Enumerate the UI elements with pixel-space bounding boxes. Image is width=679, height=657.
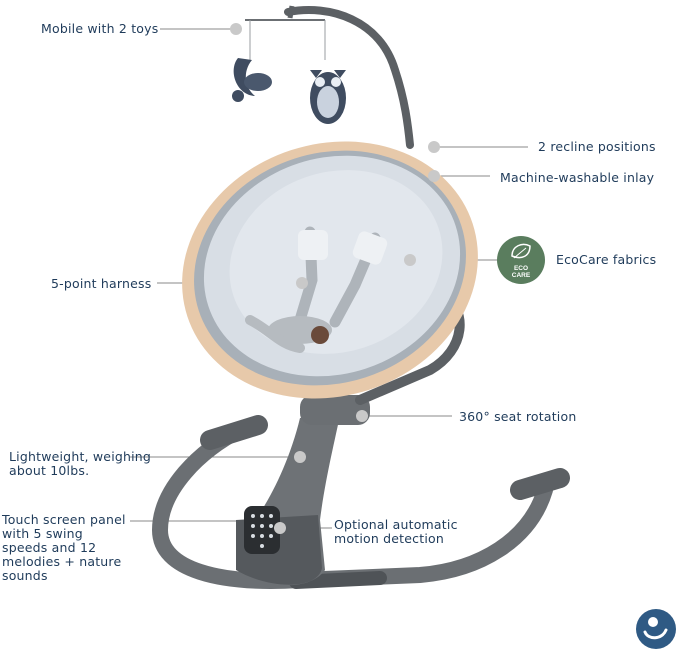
callout-lightweight: Lightweight, weighing about 10lbs. [9,449,152,478]
eco-badge-line1: ECO [514,265,528,272]
callout-motion: Optional automatic motion detection [334,517,458,546]
moon-toy [232,58,272,102]
mobile-arm [245,5,414,149]
callout-inlay: Machine-washable inlay [500,170,655,185]
seat [182,141,478,399]
eco-badge-line2: CARE [512,272,531,279]
callout-harness: 5-point harness [51,276,152,291]
callout-ecocare: EcoCare fabrics [556,252,657,267]
base-frame [151,415,570,589]
callout-rotation: 360° seat rotation [459,409,577,424]
callout-recline: 2 recline positions [538,139,656,154]
callout-mobile: Mobile with 2 toys [41,21,159,36]
touch-panel [244,506,280,554]
eco-leaf-icon [497,236,545,284]
baby-logo-icon [636,609,676,649]
owl-toy [310,70,346,124]
callout-touchscreen: Touch screen panel with 5 swing speeds a… [2,512,126,583]
callout-dots [230,23,440,534]
